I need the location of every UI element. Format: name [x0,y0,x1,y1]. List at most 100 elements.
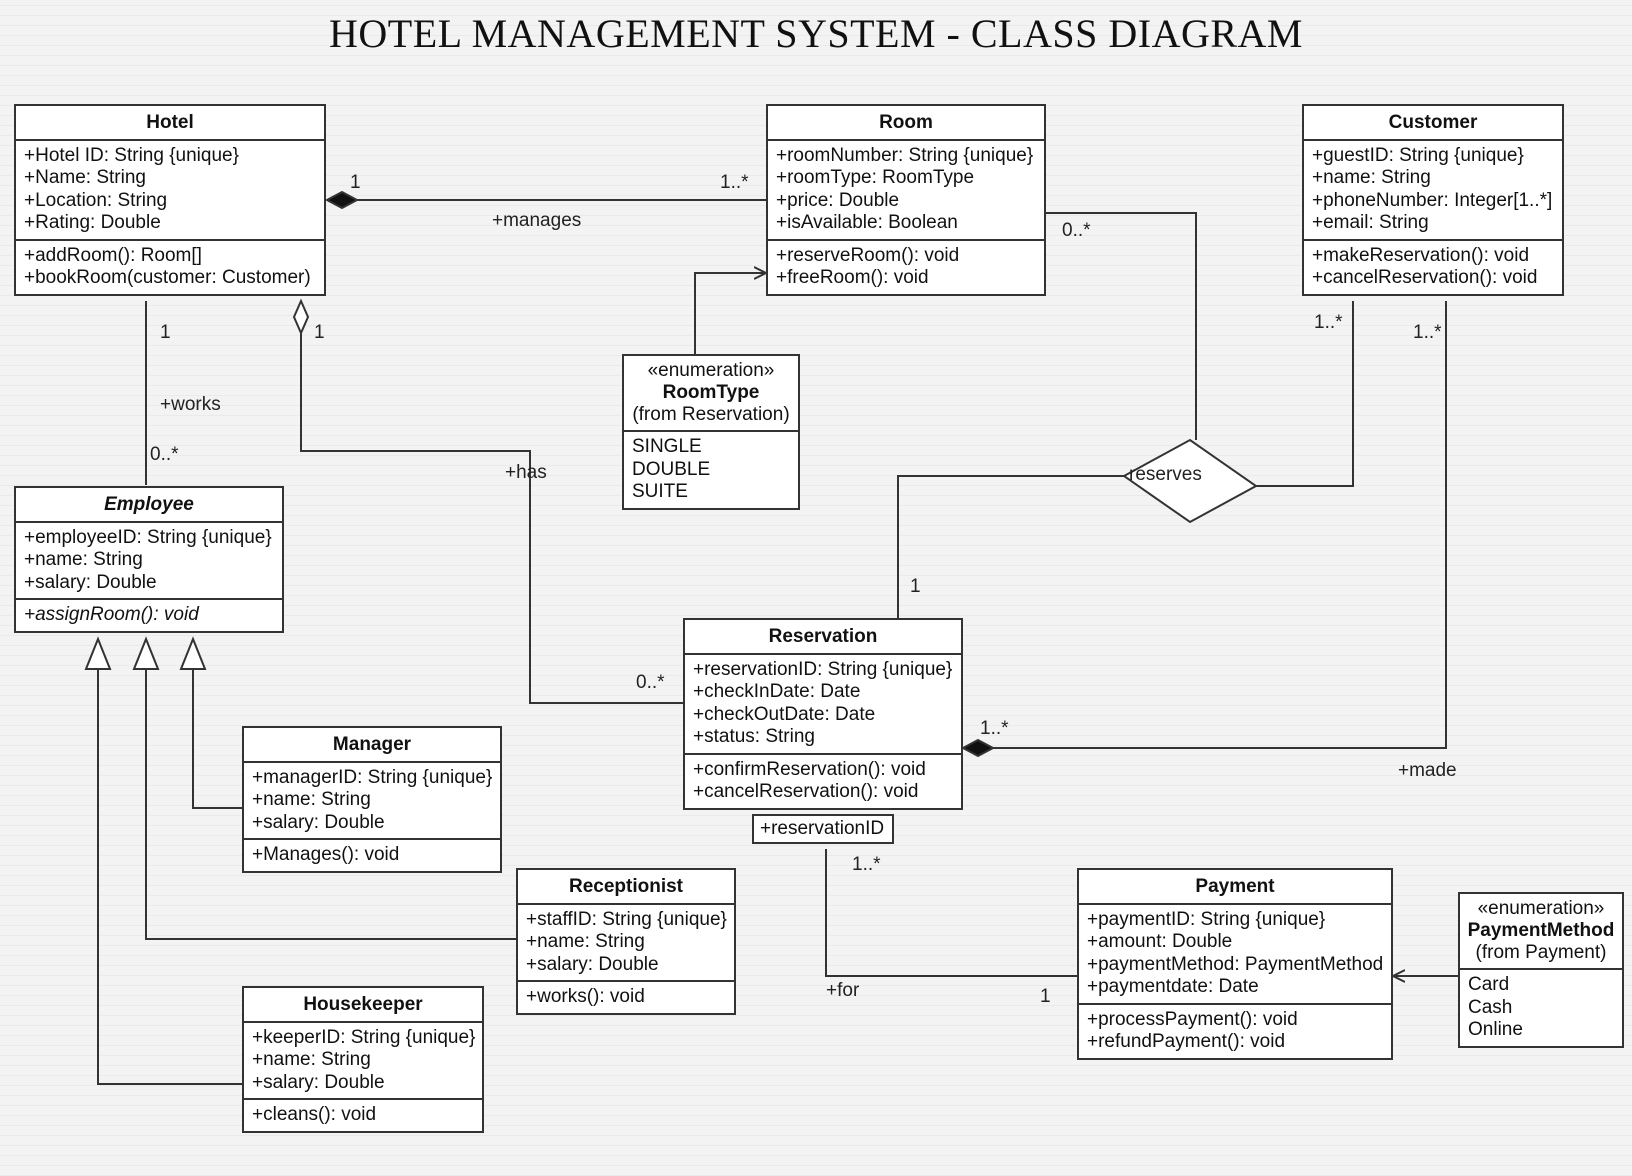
methods: +cleans(): void [244,1098,482,1131]
attributes: +reservationID: String {unique} +checkIn… [685,655,961,753]
class-hotel[interactable]: Hotel +Hotel ID: String {unique} +Name: … [14,104,326,296]
multiplicity-label: 1 [1040,986,1051,1007]
enum-name: RoomType [662,382,760,403]
attribute: +name: String [252,1049,371,1070]
attributes: +staffID: String {unique} +name: String … [518,905,734,981]
attributes: +roomNumber: String {unique} +roomType: … [768,141,1044,239]
attribute: +employeeID: String {unique} [24,526,272,548]
attributes: +guestID: String {unique} +name: String … [1304,141,1562,239]
methods: +processPayment(): void +refundPayment()… [1079,1002,1391,1058]
class-customer[interactable]: Customer +guestID: String {unique} +name… [1302,104,1564,296]
attribute: +email: String [1312,212,1429,233]
attribute: +salary: Double [252,1071,385,1093]
enum-value: DOUBLE [632,458,711,480]
class-name: Payment [1079,870,1391,905]
method: +works(): void [526,986,645,1007]
methods: +assignRoom(): void [16,598,282,631]
class-payment[interactable]: Payment +paymentID: String {unique} +amo… [1077,868,1393,1060]
class-name: Receptionist [518,870,734,905]
multiplicity-label: 1..* [720,172,749,193]
methods: +Manages(): void [244,838,500,871]
customer-reservation-composition [993,301,1447,749]
reserves-diamond [1122,438,1258,524]
attribute: +isAvailable: Boolean [776,212,958,233]
generalization-arrow-manager [179,636,207,670]
attribute: +managerID: String {unique} [252,766,493,788]
works-label: +works [160,394,221,415]
attribute: +salary: Double [24,571,157,593]
enum-value: Online [1468,1019,1523,1040]
stereotype: «enumeration» [1477,898,1605,919]
customer-reserves-association [1256,301,1354,487]
has-label: +has [505,462,547,483]
method: +bookRoom(customer: Customer) [24,267,311,288]
attribute: +keeperID: String {unique} [252,1026,476,1048]
enum-paymentmethod[interactable]: «enumeration» PaymentMethod (from Paymen… [1458,892,1624,1048]
attribute: +paymentdate: Date [1087,976,1259,997]
attributes: +keeperID: String {unique} +name: String… [244,1023,482,1099]
methods: +works(): void [518,980,734,1013]
enum-value: SINGLE [632,436,702,457]
class-employee[interactable]: Employee +employeeID: String {unique} +n… [14,486,284,633]
enum-value: Card [1468,974,1510,995]
reservation-payment-association [825,849,1077,977]
reserves-label: reserves [1129,464,1202,485]
class-manager[interactable]: Manager +managerID: String {unique} +nam… [242,726,502,873]
method: +cleans(): void [252,1104,377,1125]
methods: +confirmReservation(): void +cancelReser… [685,752,961,808]
class-name: Employee [16,488,282,523]
manager-generalization [192,669,242,809]
multiplicity-label: 1 [314,322,325,343]
manages-label: +manages [492,210,582,231]
attribute: +amount: Double [1087,931,1233,952]
attribute: +Rating: Double [24,212,161,233]
method: +cancelReservation(): void [1312,267,1538,288]
attribute: +phoneNumber: Integer[1..*] [1312,189,1553,211]
class-name: Housekeeper [244,988,482,1023]
roomtype-room-dependency [694,273,766,354]
methods: +reserveRoom(): void +freeRoom(): void [768,238,1044,294]
method: +processPayment(): void [1087,1008,1298,1030]
class-name: Manager [244,728,500,763]
attribute: +Location: String [24,189,168,211]
method: +freeRoom(): void [776,267,929,288]
attribute: +status: String [693,726,815,747]
housekeeper-generalization [97,669,242,1085]
method: +confirmReservation(): void [693,758,926,780]
class-receptionist[interactable]: Receptionist +staffID: String {unique} +… [516,868,736,1015]
method: +cancelReservation(): void [693,781,919,802]
enum-roomtype[interactable]: «enumeration» RoomType (from Reservation… [622,354,800,510]
attribute: +name: String [1312,167,1431,188]
multiplicity-label: 0..* [150,444,179,465]
class-name: Reservation [685,620,961,655]
generalization-arrow-housekeeper [84,636,112,670]
multiplicity-label: 1 [910,576,921,597]
attributes: +employeeID: String {unique} +name: Stri… [16,523,282,599]
attribute: +name: String [526,931,645,952]
composition-diamond-reservation [960,738,996,758]
page-title: HOTEL MANAGEMENT SYSTEM - CLASS DIAGRAM [329,11,1303,56]
multiplicity-label: 1..* [852,854,881,875]
enum-origin: (from Payment) [1475,942,1607,963]
enum-values: Card Cash Online [1460,970,1622,1046]
attributes: +Hotel ID: String {unique} +Name: String… [16,141,324,239]
attribute: +price: Double [776,189,900,211]
attribute: +checkInDate: Date [693,681,861,702]
class-housekeeper[interactable]: Housekeeper +keeperID: String {unique} +… [242,986,484,1133]
attribute: +roomNumber: String {unique} [776,144,1034,166]
class-name: Room [768,106,1044,141]
method: +Manages(): void [252,844,400,865]
method: +assignRoom(): void [24,604,199,625]
class-room[interactable]: Room +roomNumber: String {unique} +roomT… [766,104,1046,296]
attribute: +name: String [252,789,371,810]
attributes: +paymentID: String {unique} +amount: Dou… [1079,905,1391,1003]
multiplicity-label: 1..* [980,718,1009,739]
generalization-arrow-receptionist [132,636,160,670]
attribute: +Name: String [24,167,146,188]
multiplicity-label: 1..* [1314,312,1343,333]
class-reservation[interactable]: Reservation +reservationID: String {uniq… [683,618,963,810]
methods: +makeReservation(): void +cancelReservat… [1304,238,1562,294]
reserves-reservation-association [897,475,1124,618]
receptionist-generalization [145,669,516,940]
enum-value: SUITE [632,481,688,502]
